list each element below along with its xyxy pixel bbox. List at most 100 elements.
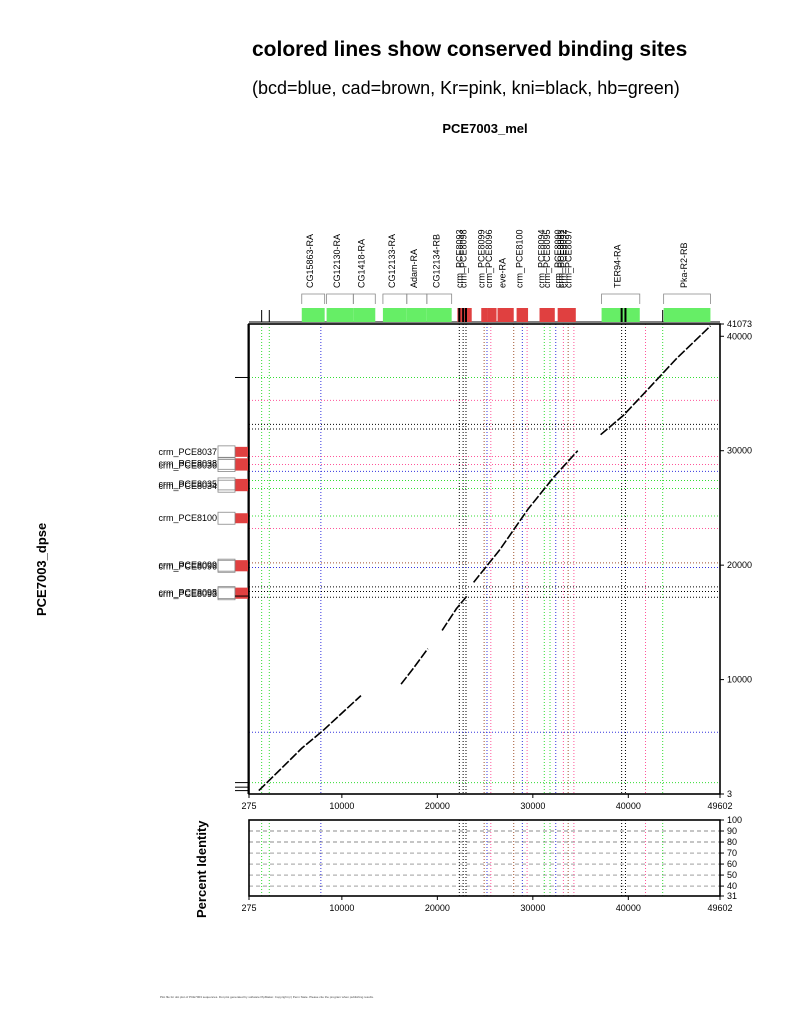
x-tick-label: 20000 [425, 801, 450, 811]
crm-label: crm_PCE8093 [455, 229, 465, 288]
crm-label-left: crm_PCE8099 [158, 560, 217, 570]
pid-x-tick-label: 275 [241, 903, 256, 913]
gene-label: CG12134-RB [431, 234, 441, 288]
crm-box [567, 308, 576, 322]
pid-x-tick-label: 30000 [520, 903, 545, 913]
gene-bracket [406, 293, 428, 304]
crm-box [539, 308, 550, 322]
chart-subtitle: (bcd=blue, cad=brown, Kr=pink, kni=black… [252, 78, 680, 98]
crm-label-left: crm_PCE8036 [158, 461, 217, 471]
y-tick-label: 40000 [727, 331, 752, 341]
crm-label-left: crm_PCE8093 [158, 589, 217, 599]
gene-label: CG12133-RA [387, 234, 397, 288]
kni-site-bar [624, 308, 627, 322]
crm-label-left: crm_PCE8096 [158, 561, 217, 571]
y-tick-label: 41073 [727, 319, 752, 329]
crm-box [563, 308, 571, 322]
crm-bracket-left [217, 587, 236, 601]
gene-label: Pka-R2-RB [679, 242, 689, 288]
alignment-segment [600, 325, 711, 436]
gene-bracket [426, 293, 453, 304]
kni-site-bar [620, 308, 623, 322]
gene-bracket [663, 293, 711, 304]
pid-y-tick-label: 60 [727, 859, 737, 869]
pid-x-tick-label: 40000 [616, 903, 641, 913]
crm-label-left: crm_PCE8034 [158, 481, 217, 491]
pid-x-tick-label: 10000 [329, 903, 354, 913]
crm-bracket-left [217, 586, 236, 600]
crm-box-left [235, 561, 248, 572]
crm-label: crm_PCE8097 [564, 229, 574, 288]
x-tick-label: 49602 [707, 801, 732, 811]
crm-box [481, 308, 488, 322]
crm-box-left [235, 513, 248, 524]
x-tick-label: 275 [241, 801, 256, 811]
gene-label: TER94-RA [613, 244, 623, 288]
kni-site-bar [458, 308, 461, 322]
crm-box-left [235, 588, 248, 599]
y-tick-label: 10000 [727, 675, 752, 685]
crm-bracket-left [217, 511, 236, 525]
alignment-segment [258, 695, 362, 792]
crm-label: crm_PCE8096 [484, 229, 494, 288]
crm-box-left [235, 446, 248, 457]
gene-bracket [301, 293, 326, 304]
reference-sequence-name: PCE7003_mel [442, 121, 528, 136]
pid-y-tick-label: 40 [727, 881, 737, 891]
crm-label-left: crm_PCE8035 [158, 479, 217, 489]
crm-box-left [235, 460, 248, 471]
gene-bracket [382, 293, 408, 304]
crm-bracket-left [217, 459, 236, 472]
pid-y-tick-label: 100 [727, 815, 742, 825]
alignment-segment [441, 594, 469, 631]
footer-note: Plot file for dot plot of PCE7003 sequen… [160, 995, 374, 999]
crm-label-left: crm_PCE8037 [158, 447, 217, 457]
gene-box [426, 308, 452, 322]
crm-bracket-left [217, 477, 236, 491]
feature-track-top [249, 293, 720, 323]
crm-bracket-left [217, 559, 236, 573]
gene-label: Adam-RA [409, 249, 419, 288]
x-tick-label: 40000 [616, 801, 641, 811]
x-tick-label: 30000 [520, 801, 545, 811]
crm-label-left: crm_PCE8098 [158, 588, 217, 598]
crm-bracket-left [217, 456, 236, 470]
crm-label: crm_PCE8098 [458, 229, 468, 288]
pid-y-tick-label: 80 [727, 837, 737, 847]
crm-label: crm_PCE8100 [514, 229, 524, 288]
gene-label: CG1418-RA [356, 239, 366, 288]
kni-site-bar [464, 308, 467, 322]
crm-label: crm_PCE8091 [556, 229, 566, 288]
crm-label-left: crm_PCE8100 [158, 513, 217, 523]
crm-label-left: crm_PCE8038 [158, 458, 217, 468]
gene-box [406, 308, 427, 322]
gene-box [301, 308, 325, 322]
gene-box [353, 308, 376, 322]
pid-y-tick-label: 50 [727, 870, 737, 880]
y-tick-label: 20000 [727, 560, 752, 570]
crm-bracket-left [217, 558, 236, 572]
gene-box [382, 308, 407, 322]
crm-box [497, 308, 514, 322]
crm-box-left [235, 481, 248, 492]
crm-label: crm_PCE8094 [536, 229, 546, 288]
gene-label: CG15863-RA [305, 234, 315, 288]
kni-site-bar [462, 308, 465, 322]
gene-bracket [601, 293, 641, 304]
alignment-segment [400, 648, 429, 685]
pid-frame [248, 819, 721, 897]
pid-y-tick-label: 90 [727, 826, 737, 836]
x-tick-label: 10000 [329, 801, 354, 811]
crm-label: crm_PCE8090 [553, 229, 563, 288]
gene-box [326, 308, 354, 322]
gene-box [663, 308, 711, 322]
crm-label: crm_PCE8092 [559, 229, 569, 288]
gene-bracket [326, 293, 354, 304]
pid-y-tick-label: 31 [727, 891, 737, 901]
gene-bracket [352, 293, 376, 304]
